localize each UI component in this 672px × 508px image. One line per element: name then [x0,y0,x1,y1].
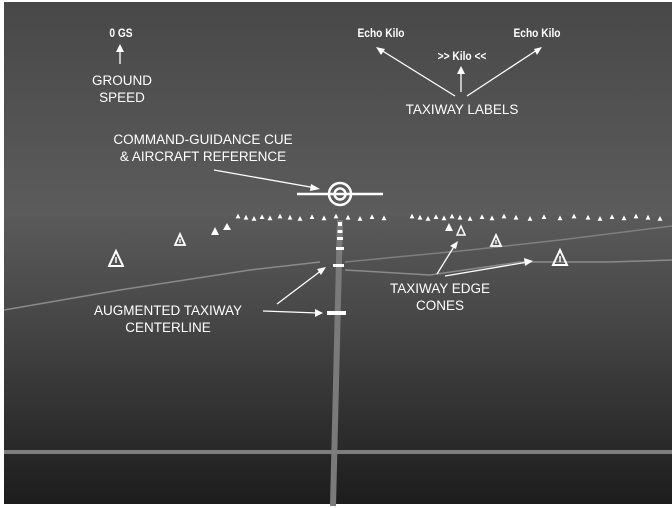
taxiway-labels-annotation: TAXIWAY LABELS [380,101,544,118]
distant-cone [467,216,473,221]
annotation-line: GROUND [92,73,152,88]
distant-cone [425,216,431,221]
distant-cone [369,214,375,219]
distant-cone [243,214,249,220]
distant-cone [251,216,257,221]
distant-cone [287,214,293,220]
distant-cone [441,215,447,221]
annotation-line: CENTERLINE [125,320,211,335]
ground-speed-annotation: GROUND SPEED [72,72,172,106]
distant-cone [457,214,463,220]
distant-cone [297,216,303,221]
distant-cone [259,214,265,219]
command-guidance-cue [297,181,383,207]
sky [4,2,672,218]
command-guidance-annotation: COMMAND-GUIDANCE CUE & AIRCRAFT REFERENC… [90,131,316,165]
distant-cone [571,213,577,219]
edge-cone [445,223,453,231]
centerline-pavement [330,219,343,507]
distant-cone [479,214,485,219]
edge-cone [223,223,231,230]
annotation-line: TAXIWAY EDGE [389,281,491,296]
right-taxiway-edge-lower [344,259,672,276]
distant-cone [235,213,241,219]
distant-cone [277,213,283,219]
annotation-line: AUGMENTED TAXIWAY [93,303,242,318]
centerline-dash [336,247,344,250]
edge-cone [455,224,467,236]
annotation-line: SPEED [99,90,145,105]
taxiway-label-center: >> Kilo << [437,49,487,63]
annotation-line: & AIRCRAFT REFERENCE [119,149,287,164]
left-taxiway-edge [3,261,321,311]
distant-cone [621,215,627,221]
distant-cone [597,216,603,221]
distant-cone [433,214,439,219]
distant-cone [657,216,663,221]
right-taxiway-edge [344,225,672,263]
distant-cone [333,213,339,219]
distant-cone [449,213,455,219]
augmented-centerline-markers [327,222,346,315]
distant-cone [345,214,351,220]
guidance-outer-ring [327,181,353,207]
centerline-dash [337,237,343,240]
annotation-arrows [116,44,542,317]
edge-cone [211,227,219,235]
edge-cones-annotation: TAXIWAY EDGE CONES [372,280,508,314]
augmented-centerline-annotation: AUGMENTED TAXIWAY CENTERLINE [78,302,258,336]
annotation-line: TAXIWAY LABELS [405,102,519,117]
ground-speed-readout: 0 GS [109,26,133,40]
distant-cone [633,213,639,219]
taxiway-pavement-lines [3,219,672,507]
distant-cone [527,216,533,221]
guidance-inner-ring [333,187,347,201]
distant-cone [381,215,387,221]
distant-cone [645,214,651,220]
distant-cone [541,214,547,219]
left-margin [0,0,4,508]
distant-cone [489,215,495,221]
distant-cone [417,214,423,220]
distant-cone [585,214,591,220]
distant-cone [557,215,563,221]
edge-cone [551,247,569,266]
edge-cone [489,232,503,247]
centerline-dash [337,230,343,233]
edge-cone [107,248,125,267]
distant-cone [357,216,363,221]
centerline-dash [338,222,342,226]
distant-cone [267,215,273,221]
taxiway-label-right: Echo Kilo [513,26,561,40]
distant-cone [609,214,615,219]
annotation-line: CONES [415,298,464,313]
distant-edge-cones [235,213,663,221]
near-edge-cones [107,223,569,267]
centerline-dash [333,264,344,267]
distant-cone [321,215,327,221]
distant-cone [309,214,315,219]
distant-cone [409,213,415,219]
centerline-dash [327,311,346,315]
edge-cone [173,231,187,246]
distant-cone [501,213,507,219]
taxiway-label-left: Echo Kilo [357,26,405,40]
annotation-line: COMMAND-GUIDANCE CUE [113,132,293,147]
distant-cone [513,214,519,220]
